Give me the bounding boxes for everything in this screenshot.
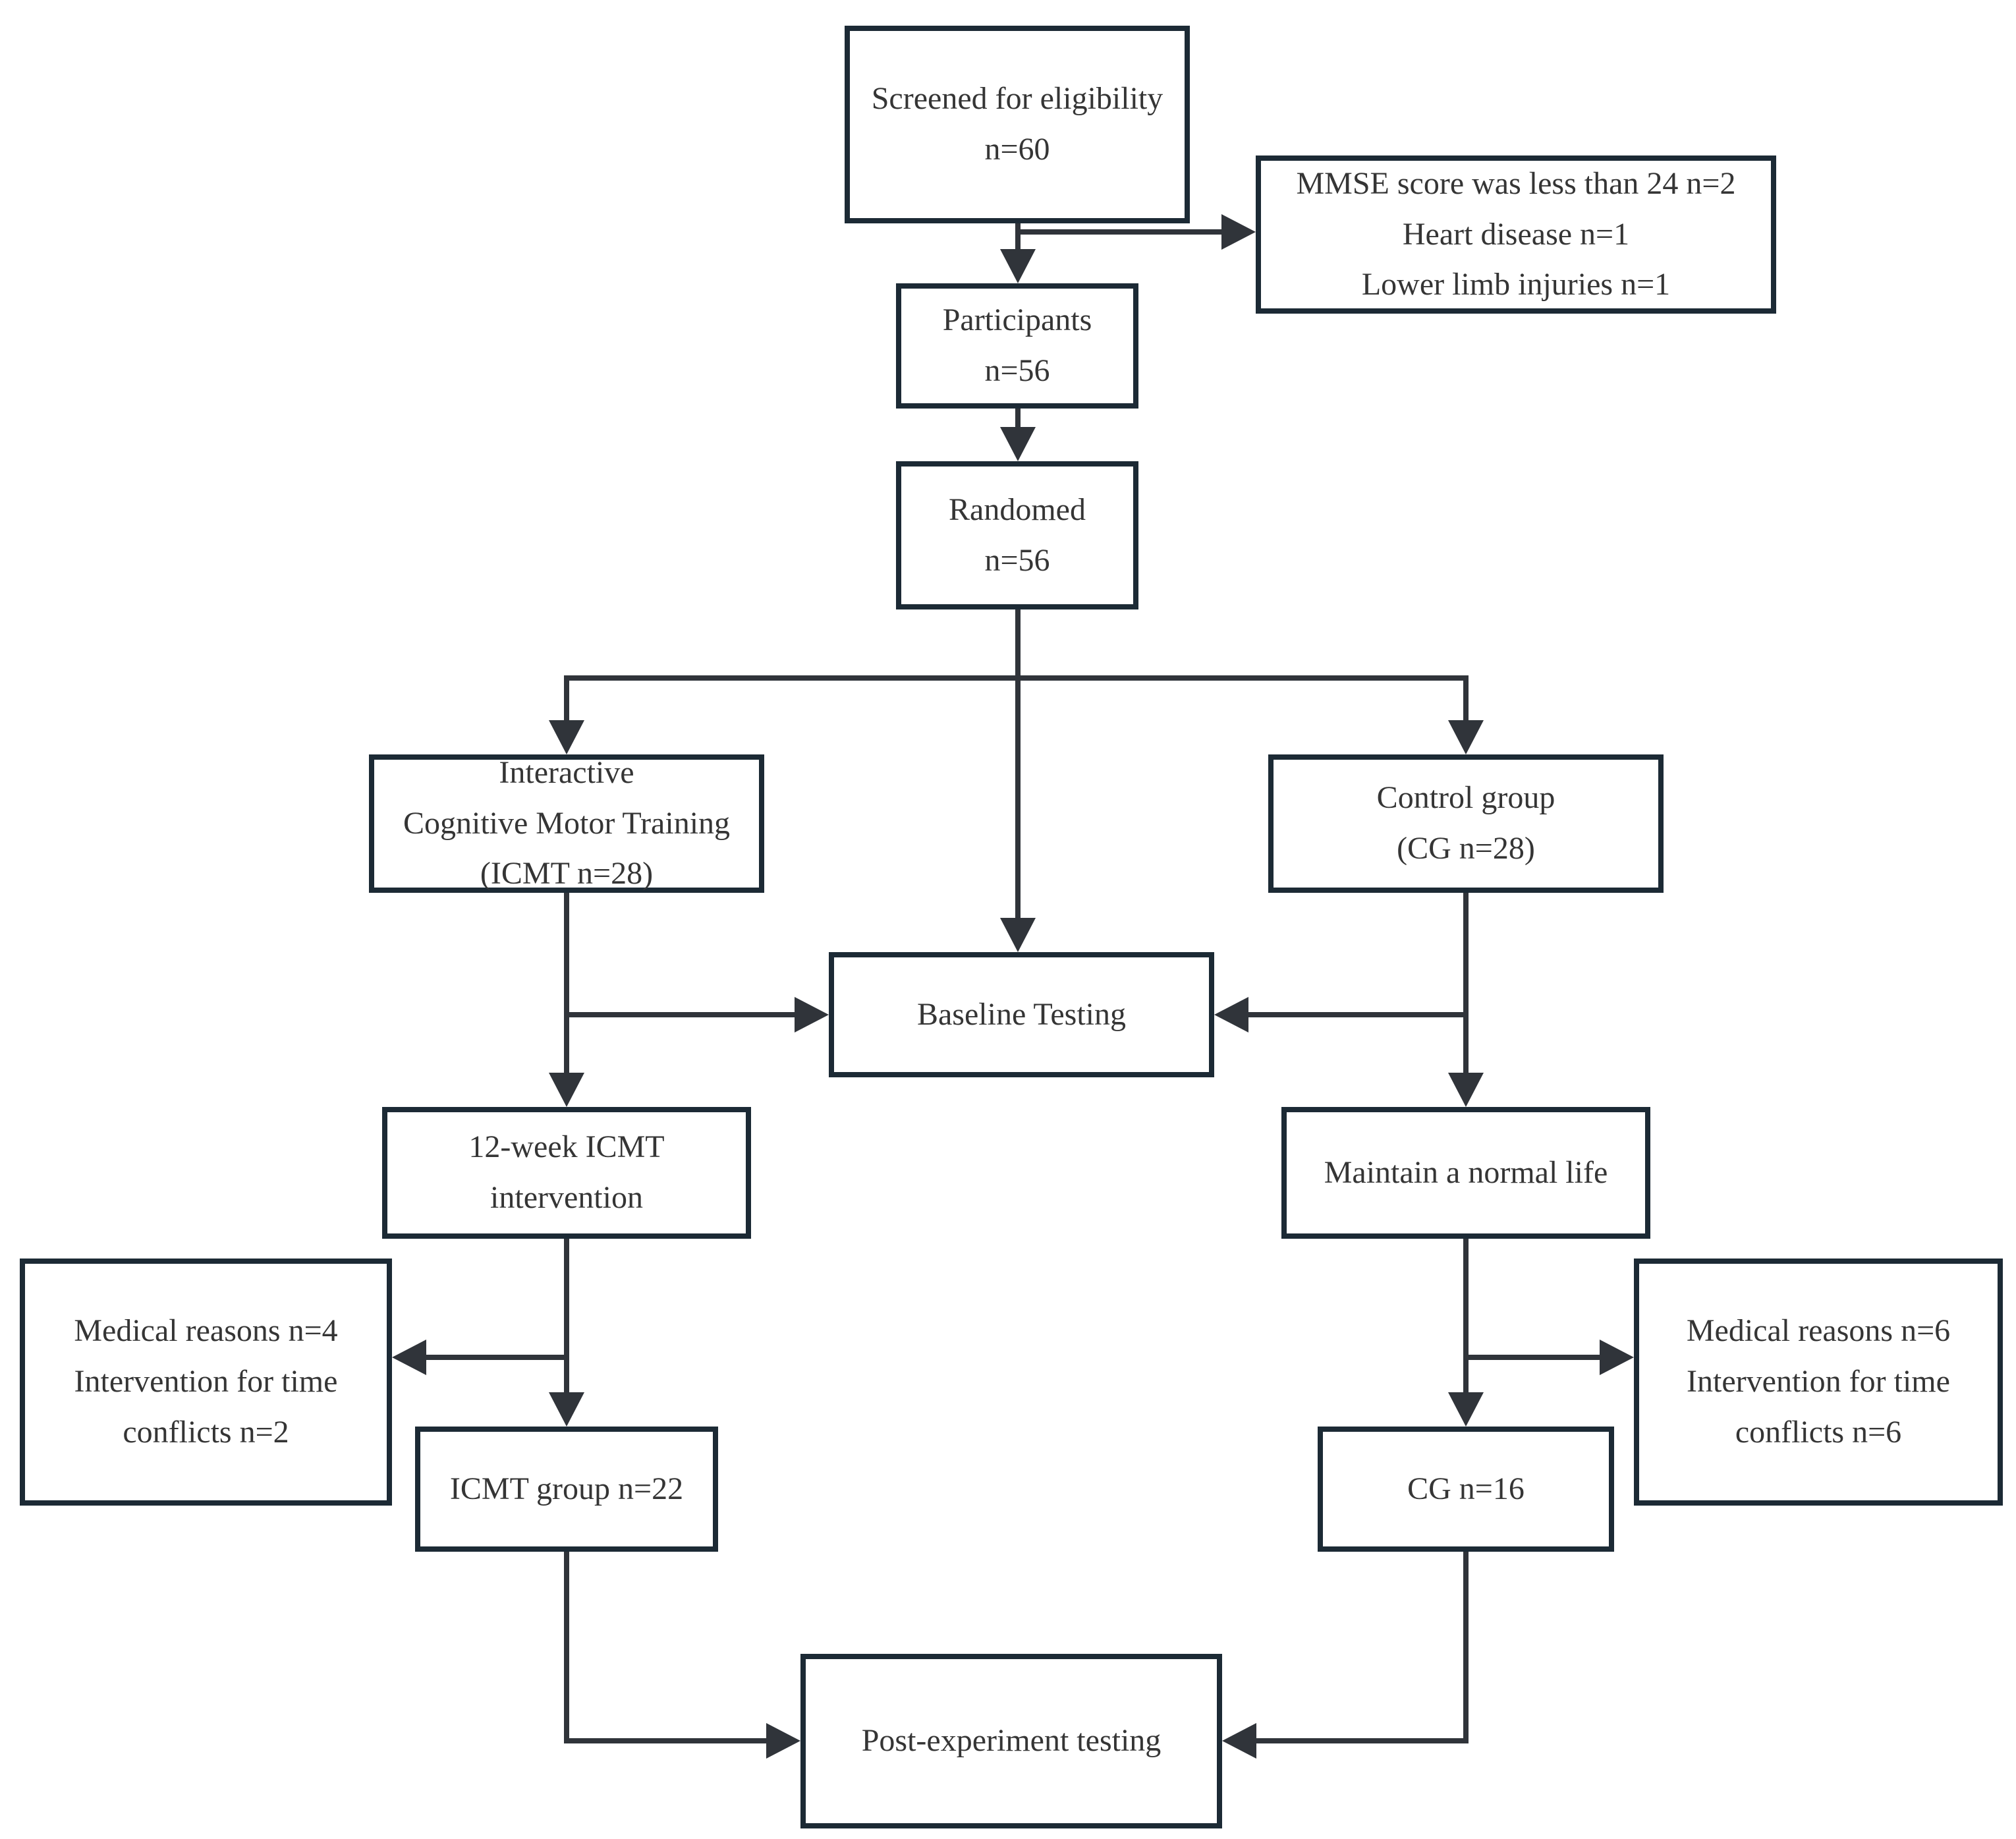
- edge-participants-randomed-line: [1015, 409, 1021, 430]
- edge-maintain-dropoutright-line: [1463, 1355, 1600, 1360]
- edge-cggroup-post-arrowhead: [1222, 1723, 1256, 1759]
- edge-icmt-intervention-arrowhead: [549, 1073, 584, 1107]
- node-dropout-left: Medical reasons n=4 Intervention for tim…: [20, 1259, 392, 1506]
- node-participants: Participants n=56: [896, 283, 1138, 409]
- node-intervention: 12-week ICMT intervention: [382, 1107, 751, 1239]
- edge-splitter-icmt-line: [564, 678, 569, 721]
- edge-splitter-control-line: [1463, 678, 1469, 721]
- edge-control-maintain-line: [1463, 893, 1469, 1074]
- edge-participants-randomed-arrowhead: [1000, 427, 1036, 461]
- edge-control-baseline-arrowhead: [1214, 997, 1248, 1033]
- node-baseline-testing: Baseline Testing: [829, 952, 1214, 1077]
- edge-screened-participants-arrowhead: [1000, 249, 1036, 283]
- edge-screened-excluded-line: [1018, 229, 1221, 235]
- node-randomed: Randomed n=56: [896, 461, 1138, 609]
- edge-splitter-icmt-arrowhead: [549, 720, 584, 754]
- edge-intervention-dropoutleft-arrowhead: [392, 1340, 426, 1375]
- edge-intervention-dropoutleft-line: [426, 1355, 569, 1360]
- edge-randomed-splitter-line: [1015, 609, 1021, 678]
- edge-icmtgroup-post-vline: [564, 1552, 569, 1743]
- node-cg-group: CG n=16: [1318, 1427, 1614, 1552]
- node-maintain-normal-life: Maintain a normal life: [1281, 1107, 1650, 1239]
- edge-icmt-baseline-arrowhead: [795, 997, 829, 1033]
- node-icmt: Interactive Cognitive Motor Training (IC…: [369, 754, 764, 893]
- edge-control-baseline-line: [1248, 1012, 1469, 1017]
- node-control-group: Control group (CG n=28): [1268, 754, 1664, 893]
- edge-maintain-dropoutright-arrowhead: [1600, 1340, 1634, 1375]
- edge-icmt-intervention-line: [564, 893, 569, 1074]
- node-post-testing: Post-experiment testing: [800, 1654, 1222, 1828]
- edge-screened-excluded-arrowhead: [1221, 214, 1256, 250]
- edge-screened-participants-line: [1015, 223, 1021, 250]
- edge-cggroup-post-vline: [1463, 1552, 1469, 1743]
- edge-splitter-control-arrowhead: [1448, 720, 1484, 754]
- node-dropout-right: Medical reasons n=6 Intervention for tim…: [1634, 1259, 2003, 1506]
- node-icmt-group: ICMT group n=22: [415, 1427, 718, 1552]
- edge-icmtgroup-post-arrowhead: [766, 1723, 800, 1759]
- node-excluded: MMSE score was less than 24 n=2 Heart di…: [1256, 156, 1776, 314]
- edge-randomed-baseline-arrowhead: [1000, 918, 1036, 952]
- edge-maintain-cggroup-arrowhead: [1448, 1392, 1484, 1427]
- edge-icmt-baseline-line: [564, 1012, 795, 1017]
- edge-control-maintain-arrowhead: [1448, 1073, 1484, 1107]
- edge-intervention-icmtgroup-arrowhead: [549, 1392, 584, 1427]
- node-screened: Screened for eligibility n=60: [845, 26, 1190, 223]
- edge-icmtgroup-post-hline: [564, 1738, 766, 1743]
- edge-maintain-cggroup-line: [1463, 1239, 1469, 1396]
- edge-cggroup-post-hline: [1256, 1738, 1469, 1743]
- edge-intervention-icmtgroup-line: [564, 1239, 569, 1396]
- edge-randomed-baseline-line: [1015, 678, 1021, 919]
